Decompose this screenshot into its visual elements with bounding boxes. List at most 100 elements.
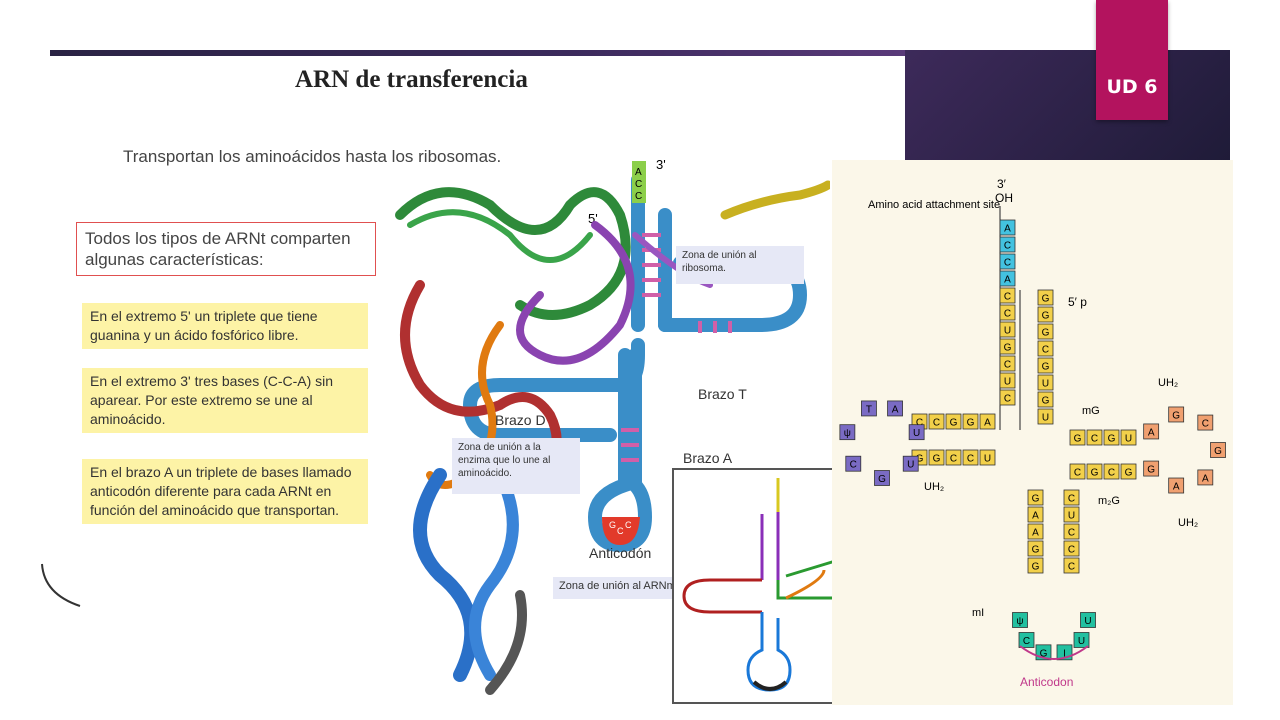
acceptor5-base: U — [1042, 413, 1049, 424]
unit-badge-label: UD 6 — [1106, 76, 1158, 98]
t-loop-cell — [1168, 477, 1185, 494]
anticodon-loop-base: ψ — [1016, 616, 1023, 627]
acceptor3-base: A — [1004, 224, 1011, 235]
acc-base: A — [635, 167, 642, 178]
d-stem-top-base: G — [967, 418, 975, 429]
anticodon-label: Anticodon — [1020, 675, 1073, 689]
anticodon-base: C — [617, 526, 624, 536]
d-loop-base: T — [866, 404, 872, 415]
t-stem-top-base: C — [1091, 434, 1098, 445]
t-stem-bottom-cell — [1086, 463, 1103, 480]
anticodon-stem-left-base: A — [1032, 511, 1039, 522]
characteristics-intro: Todos los tipos de ARNt comparten alguna… — [76, 222, 376, 276]
t-stem-top-cell — [1120, 429, 1137, 446]
t-stem-bottom-cell — [1103, 463, 1120, 480]
oh-label: OH — [995, 191, 1013, 205]
d-loop-cell — [887, 400, 903, 417]
acceptor3-base: C — [1004, 394, 1011, 405]
end-3-prime: 3′ — [997, 177, 1007, 191]
d-stem-top-base: C — [933, 418, 940, 429]
d-loop-cell — [908, 424, 925, 441]
acceptor3-cell — [999, 270, 1016, 287]
d-stem-bottom-base: C — [950, 454, 957, 465]
acceptor3-base: C — [1004, 360, 1011, 371]
acceptor3-cell — [999, 253, 1016, 270]
acceptor5-base: U — [1042, 379, 1049, 390]
t-loop-base: G — [1172, 410, 1180, 421]
label-ribosome-zone: Zona de unión al ribosoma. — [676, 246, 804, 284]
t-loop-base: A — [1202, 473, 1209, 484]
acceptor5-base: G — [1042, 396, 1050, 407]
acceptor3-cell — [999, 372, 1016, 389]
mg-label: mG — [1082, 405, 1100, 417]
anticodon-loop-cell — [1080, 612, 1096, 628]
acc-tail — [632, 161, 646, 203]
acceptor3-cell — [999, 389, 1016, 406]
t-stem-bottom-base: G — [1091, 468, 1099, 479]
end-3-label: 3' — [656, 157, 666, 172]
acceptor3-base: U — [1004, 377, 1011, 388]
acceptor3-cell — [999, 355, 1016, 372]
slide-subtitle: Transportan los aminoácidos hasta los ri… — [123, 147, 502, 166]
d-loop-base: U — [913, 428, 920, 439]
acceptor3-base: C — [1004, 309, 1011, 320]
anticodon-stem-right-cell — [1063, 557, 1080, 574]
acceptor3-base: C — [1004, 258, 1011, 269]
t-stem-top-cell — [1086, 429, 1103, 446]
t-stem-top-cell — [1103, 429, 1120, 446]
uh2-right-label: UH₂ — [1178, 517, 1198, 529]
t-loop-cell — [1197, 414, 1214, 431]
anticodon-base: G — [609, 520, 616, 530]
t-stem-top-base: G — [1074, 434, 1082, 445]
d-stem-bottom-base: G — [933, 454, 941, 465]
d-stem-top-cell — [945, 413, 962, 430]
acceptor3-cell — [999, 338, 1016, 355]
cloverleaf-detail: Amino acid attachment site 3′ OH 5′ p AC… — [839, 177, 1226, 689]
t-stem-bottom-base: G — [1125, 468, 1133, 479]
anticodon-stem-right-base: C — [1068, 545, 1075, 556]
acceptor5-cell — [1037, 408, 1054, 425]
d-loop-base: A — [892, 404, 899, 415]
end-5p-label: 5′ p — [1068, 295, 1087, 309]
label-brazo-a: Brazo A — [683, 450, 733, 466]
anticodon-stem-right-base: U — [1068, 511, 1075, 522]
acceptor3-cell — [999, 304, 1016, 321]
t-loop-base: A — [1148, 427, 1155, 438]
t-loop-cell — [1210, 442, 1226, 458]
unit-badge: UD 6 — [1096, 0, 1168, 120]
acceptor5-base: C — [1042, 345, 1049, 356]
anticodon-loop-cell — [1018, 632, 1035, 648]
amino-site-label: Amino acid attachment site — [868, 199, 1000, 211]
acceptor5-cell — [1037, 357, 1054, 374]
t-stem-top-base: U — [1125, 434, 1132, 445]
anticodon-loop-cell — [1012, 612, 1028, 628]
t-loop-base: C — [1202, 419, 1209, 430]
d-stem-bottom-cell — [928, 449, 945, 466]
acceptor5-base: G — [1042, 328, 1050, 339]
t-loop-cell — [1143, 460, 1160, 477]
d-stem-top-base: A — [984, 418, 991, 429]
anticodon-bracket — [1019, 645, 1089, 660]
d-loop-cell — [861, 400, 877, 417]
anticodon-stem-right-base: C — [1068, 562, 1075, 573]
d-stem-top-base: G — [950, 418, 958, 429]
anticodon-stem-right-cell — [1063, 523, 1080, 540]
base-pair-ticks — [621, 233, 732, 462]
anticodon-loop-base: U — [1084, 616, 1091, 627]
t-loop-cell — [1197, 469, 1214, 486]
d-stem-bottom-cell — [979, 449, 996, 466]
acceptor5-base: G — [1042, 294, 1050, 305]
label-brazo-t: Brazo T — [698, 386, 747, 402]
acceptor3-base: A — [1004, 275, 1011, 286]
d-loop-base: ψ — [844, 428, 851, 439]
header-rule — [50, 50, 910, 56]
d-stem-top-cell — [962, 413, 979, 430]
anticodon-stem-left-cell — [1027, 489, 1044, 506]
end-5-label: 5' — [588, 211, 598, 226]
anticodon-stem-left-cell — [1027, 557, 1044, 574]
d-stem-bottom-cell — [962, 449, 979, 466]
